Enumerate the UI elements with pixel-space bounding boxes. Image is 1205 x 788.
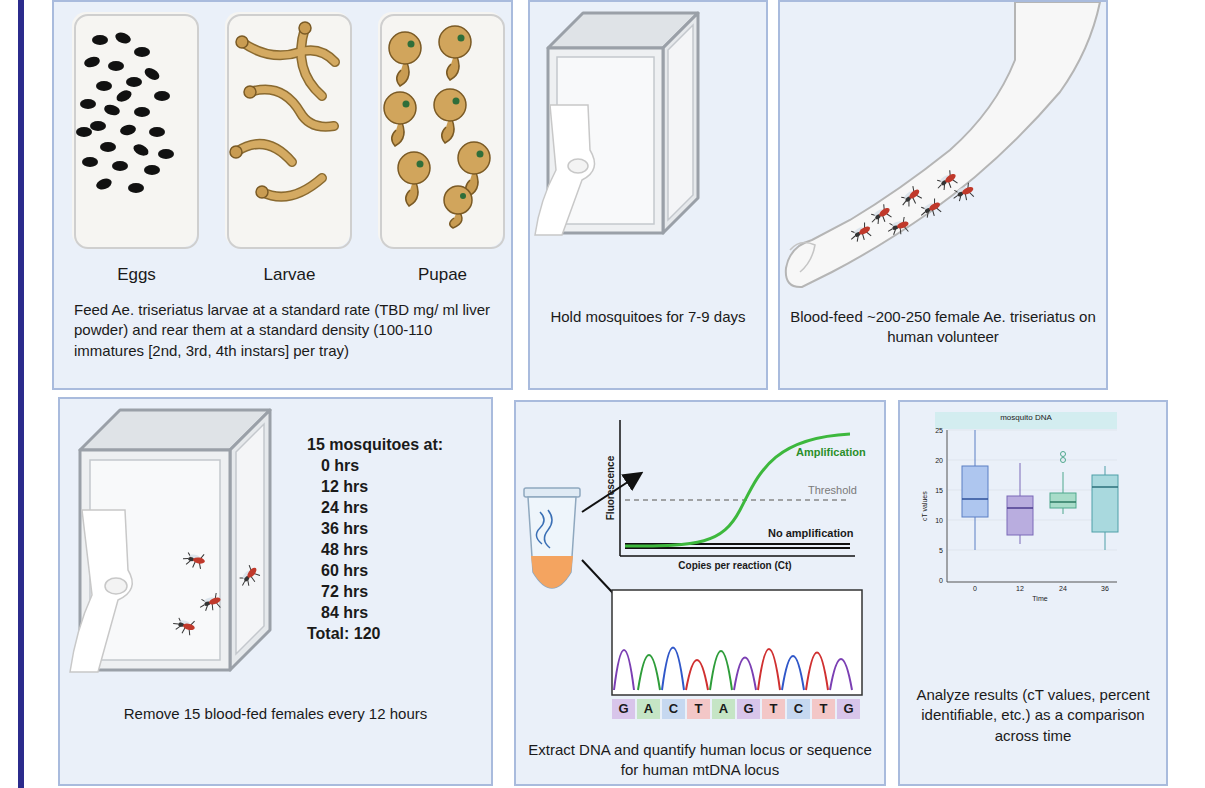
base-letter: T bbox=[762, 701, 785, 717]
caption-text: Extract DNA and quantify human locus or … bbox=[526, 740, 874, 781]
base-letter: A bbox=[637, 701, 660, 717]
tick-label: 36 bbox=[1095, 585, 1115, 593]
tick-label: 10 bbox=[926, 517, 943, 525]
stage-label: Pupae bbox=[377, 264, 508, 287]
step-panel: Hold mosquitoes for 7-9 days bbox=[528, 0, 768, 390]
curve-label: Threshold bbox=[808, 484, 857, 497]
time-list-item: 12 hrs bbox=[321, 477, 491, 496]
step-panel: 15 mosquitoes at: 0 hrs 12 hrs 24 hrs 36 hrs… bbox=[58, 397, 493, 786]
tick-label: 5 bbox=[926, 547, 943, 555]
tick-label: 0 bbox=[965, 585, 985, 593]
rearing-tray: Larvae bbox=[227, 14, 352, 249]
base-letter: T bbox=[687, 701, 710, 717]
time-list-item: 15 mosquitoes at: bbox=[307, 435, 477, 454]
tick-label: 0 bbox=[926, 577, 943, 585]
caption-text: Remove 15 blood-fed females every 12 hou… bbox=[70, 704, 481, 724]
time-list-item: 84 hrs bbox=[321, 603, 491, 622]
tick-label: 12 bbox=[1010, 585, 1030, 593]
time-list-item: Total: 120 bbox=[307, 624, 477, 643]
base-letter: A bbox=[712, 701, 735, 717]
curve-label: Amplification bbox=[796, 446, 866, 459]
base-letter: G bbox=[837, 701, 860, 717]
rearing-tray: Pupae bbox=[380, 14, 505, 249]
time-list-item: 48 hrs bbox=[321, 540, 491, 559]
caption-text: Hold mosquitoes for 7-9 days bbox=[540, 307, 756, 327]
chart-title: mosquito DNA bbox=[935, 413, 1117, 423]
time-list-item: 24 hrs bbox=[321, 498, 491, 517]
base-letter: G bbox=[612, 701, 635, 717]
step-panel: Blood-feed ~200-250 female Ae. triseriat… bbox=[778, 0, 1108, 390]
axis-label: Time bbox=[1020, 595, 1060, 603]
rearing-tray: Eggs bbox=[74, 14, 199, 249]
tick-label: 24 bbox=[1053, 585, 1073, 593]
time-list-item: 36 hrs bbox=[321, 519, 491, 538]
time-list-item: 72 hrs bbox=[321, 582, 491, 601]
base-letter: G bbox=[737, 701, 760, 717]
tick-label: 20 bbox=[926, 457, 943, 465]
axis-label: cT values bbox=[921, 481, 929, 531]
axis-label: Copies per reaction (Ct) bbox=[660, 560, 810, 572]
stage-label: Larvae bbox=[224, 264, 355, 287]
step-panel: Feed Ae. triseriatus larvae at a standar… bbox=[52, 0, 513, 390]
caption-text: Feed Ae. triseriatus larvae at a standar… bbox=[74, 300, 504, 361]
base-letter: C bbox=[662, 701, 685, 717]
base-letter: C bbox=[787, 701, 810, 717]
stage-label: Eggs bbox=[71, 264, 202, 287]
caption-text: Blood-feed ~200-250 female Ae. triseriat… bbox=[790, 307, 1096, 348]
axis-label: Fluorescence bbox=[605, 438, 617, 538]
tick-label: 15 bbox=[926, 487, 943, 495]
time-list-item: 60 hrs bbox=[321, 561, 491, 580]
curve-label: No amplification bbox=[768, 527, 854, 540]
caption-text: Analyze results (cT values, percent iden… bbox=[912, 685, 1154, 746]
time-list-item: 0 hrs bbox=[321, 456, 491, 475]
tick-label: 25 bbox=[926, 427, 943, 435]
base-letter: T bbox=[812, 701, 835, 717]
